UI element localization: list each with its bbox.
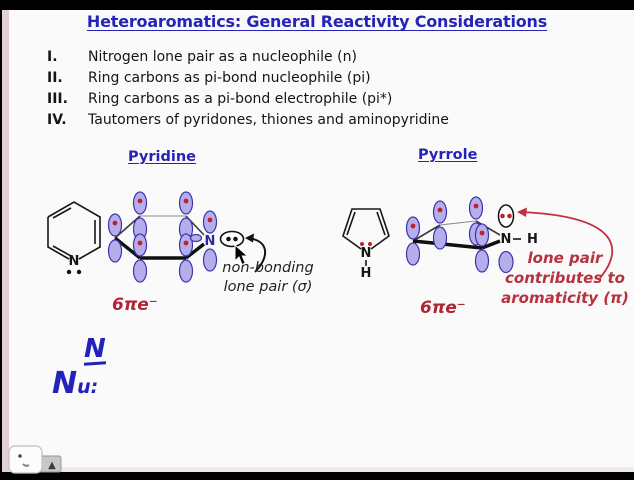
arrowhead — [245, 233, 254, 243]
pyridine-structure-drawing: N — [47, 201, 101, 275]
sp2-lobe — [189, 233, 203, 243]
pyridine-lone-pair-annotation: non-bonding lone pair (σ) — [213, 259, 323, 297]
annotation-line: lone pair — [527, 249, 603, 267]
pyrrole-lone-pair-annotation: lone pair contributes to aromaticity (π) — [498, 248, 632, 308]
outline-item: IV. Tautomers of pyridones, thiones and … — [47, 110, 449, 131]
pyrrole-orbital-hydrogen-label: H — [527, 232, 538, 247]
pyridine-orbital-diagram: N — [107, 191, 266, 283]
ink-text: N — [52, 366, 78, 401]
ink-text: u: — [77, 376, 99, 398]
lone-pair-dot — [76, 269, 82, 275]
pyrrole-electron-count: 6πe⁻ — [420, 298, 466, 318]
outline-numeral: I. — [47, 49, 58, 65]
pyridine-nitrogen-label: N — [69, 254, 80, 269]
pen-stroke-icon — [22, 463, 30, 467]
slide-background — [2, 10, 634, 472]
outline-item: I. Nitrogen lone pair as a nucleophile (… — [47, 47, 449, 68]
arrowhead — [517, 207, 527, 217]
outline-text: Ring carbons as a pi-bond electrophile (… — [88, 91, 393, 107]
pyridine-electron-count: 6πe⁻ — [112, 295, 158, 315]
outline-text: Nitrogen lone pair as a nucleophile (n) — [88, 49, 357, 65]
handwritten-n-annotation: N — [83, 334, 106, 366]
slide-left-border — [2, 10, 9, 472]
outline-numeral: IV. — [47, 112, 67, 128]
outline-text: Tautomers of pyridones, thiones and amin… — [88, 112, 449, 128]
pen-tool-icon — [18, 454, 22, 458]
nitrogen-p-orbital-lower — [498, 250, 514, 274]
nitrogen-lone-pair-orbital — [497, 204, 515, 228]
nitrogen-p-orbital — [202, 248, 218, 272]
outline-list: I. Nitrogen lone pair as a nucleophile (… — [47, 47, 449, 131]
ink-text: N — [84, 334, 106, 364]
outline-text: Ring carbons as pi-bond nucleophile (pi) — [88, 70, 371, 86]
outline-item: III. Ring carbons as a pi-bond electroph… — [47, 89, 449, 110]
outline-item: II. Ring carbons as pi-bond nucleophile … — [47, 68, 449, 89]
pyrrole-hydrogen-label: H — [361, 266, 372, 281]
annotation-line: non-bonding — [222, 260, 314, 276]
slide-title: Heteroaromatics: General Reactivity Cons… — [86, 12, 548, 31]
handwritten-nu-annotation: Nu: — [52, 366, 98, 401]
electron-dot — [226, 236, 231, 242]
pyridine-orbital-nitrogen-label: N — [205, 234, 216, 249]
annotation-line: contributes to — [505, 269, 625, 287]
pointer-tools-button[interactable] — [8, 445, 43, 474]
electron-dot — [233, 236, 238, 242]
outline-numeral: III. — [47, 91, 68, 107]
nonbonding-lone-pair-orbital — [219, 230, 245, 248]
pyrrole-orbital-diagram: N H — [405, 196, 614, 279]
pyridine-heading: Pyridine — [128, 149, 196, 165]
annotation-line: lone pair (σ) — [223, 279, 313, 295]
outline-numeral: II. — [47, 70, 63, 86]
pyrrole-heading: Pyrrole — [418, 147, 478, 163]
presenter-toolbar: ▲ — [8, 445, 62, 474]
mouse-cursor — [234, 244, 249, 266]
slide-bottom-border — [9, 467, 634, 472]
pyrrole-structure-drawing: N H — [342, 208, 390, 281]
pyrrole-orbital-nitrogen-label: N — [501, 232, 512, 247]
annotation-line: aromaticity (π) — [501, 289, 629, 307]
pyrrole-nitrogen-label: N — [361, 246, 372, 261]
aromaticity-pointer-arrow — [519, 211, 614, 279]
slide-nav-up-icon: ▲ — [48, 460, 56, 471]
lone-pair-dot — [66, 269, 72, 275]
